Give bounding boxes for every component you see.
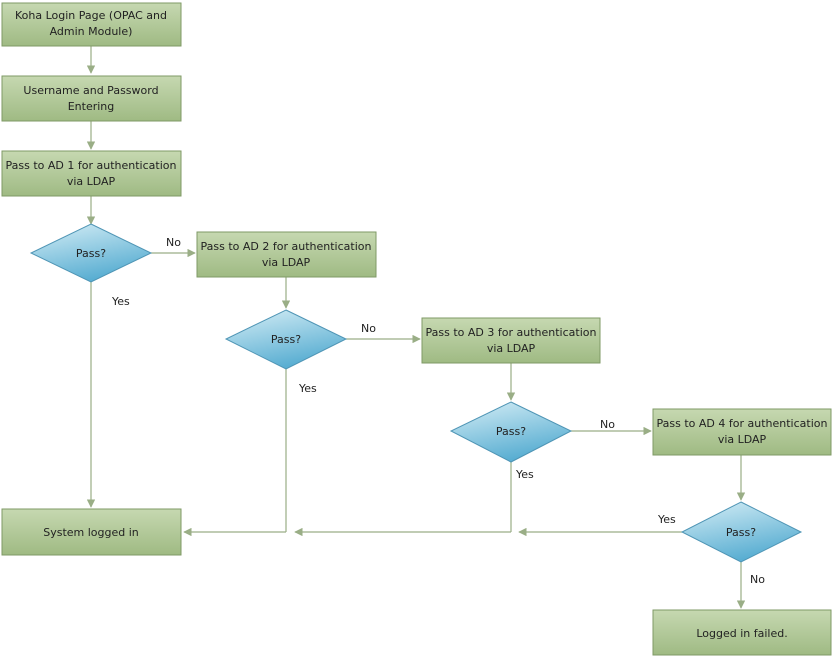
edge-label-pass3-yes: Yes xyxy=(515,468,534,481)
node-credentials-line-2: Entering xyxy=(68,100,115,113)
node-credentials: Username and Password Entering xyxy=(1,75,182,122)
decision-pass1: Pass? xyxy=(29,223,153,283)
edge-label-pass1-no: No xyxy=(166,236,181,249)
edge-label-pass2-no: No xyxy=(361,322,376,335)
decision-pass2-label: Pass? xyxy=(271,333,301,346)
decision-pass1-label: Pass? xyxy=(76,247,106,260)
node-failed-label: Logged in failed. xyxy=(696,627,787,640)
edges xyxy=(86,46,746,609)
node-login-page: Koha Login Page (OPAC and Admin Module) xyxy=(1,2,182,47)
node-login-page-line-1: Koha Login Page (OPAC and xyxy=(15,9,167,22)
node-ad2-line-1: Pass to AD 2 for authentication xyxy=(201,240,372,253)
node-logged-in: System logged in xyxy=(1,508,182,556)
decision-pass3: Pass? xyxy=(449,401,573,463)
decision-pass4: Pass? xyxy=(680,501,803,563)
decision-pass2: Pass? xyxy=(224,309,348,370)
edge-label-pass4-yes: Yes xyxy=(657,513,676,526)
node-logged-in-label: System logged in xyxy=(43,526,139,539)
node-ad1: Pass to AD 1 for authentication via LDAP xyxy=(1,150,182,197)
node-ad4: Pass to AD 4 for authentication via LDAP xyxy=(652,408,832,456)
node-failed: Logged in failed. xyxy=(652,609,832,656)
edge-label-pass4-no: No xyxy=(750,573,765,586)
node-ad3-line-2: via LDAP xyxy=(487,342,536,355)
decision-pass3-label: Pass? xyxy=(496,425,526,438)
node-ad4-line-2: via LDAP xyxy=(718,433,767,446)
edge-label-pass3-no: No xyxy=(600,418,615,431)
node-ad1-line-1: Pass to AD 1 for authentication xyxy=(6,159,177,172)
node-ad3-line-1: Pass to AD 3 for authentication xyxy=(426,326,597,339)
edge-label-pass2-yes: Yes xyxy=(298,382,317,395)
edge-label-pass1-yes: Yes xyxy=(111,295,130,308)
node-ad2: Pass to AD 2 for authentication via LDAP xyxy=(196,231,377,278)
decision-pass4-label: Pass? xyxy=(726,526,756,539)
node-credentials-line-1: Username and Password xyxy=(23,84,158,97)
node-ad4-line-1: Pass to AD 4 for authentication xyxy=(657,417,828,430)
node-ad3: Pass to AD 3 for authentication via LDAP xyxy=(421,317,601,364)
node-login-page-line-2: Admin Module) xyxy=(50,25,133,38)
node-ad1-line-2: via LDAP xyxy=(67,175,116,188)
node-ad2-line-2: via LDAP xyxy=(262,256,311,269)
